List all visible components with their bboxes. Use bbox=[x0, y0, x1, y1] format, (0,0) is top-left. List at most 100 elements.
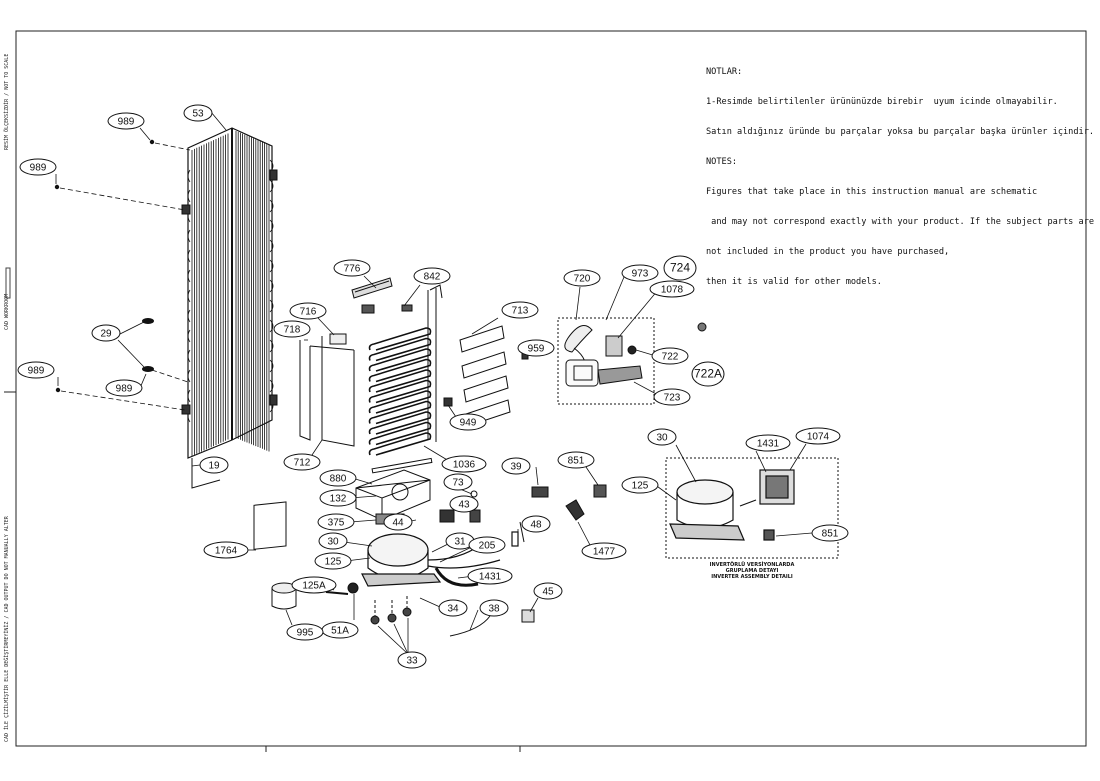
part-label-959: 959 bbox=[517, 339, 555, 357]
part-number: 34 bbox=[447, 604, 459, 615]
part-callouts: 5398998929989989197768427167187139599497… bbox=[17, 104, 849, 669]
part-label-973: 973 bbox=[621, 264, 659, 282]
part-label-30: 30 bbox=[318, 532, 348, 550]
part-label-776: 776 bbox=[333, 259, 371, 277]
part-label-1431: 1431 bbox=[745, 434, 791, 452]
part-label-44: 44 bbox=[383, 513, 413, 531]
part-number: 1431 bbox=[479, 572, 502, 583]
screw-shapes bbox=[54, 139, 155, 393]
part-number: 125 bbox=[325, 557, 342, 568]
part-number: 19 bbox=[208, 461, 220, 472]
drip-tray bbox=[459, 325, 511, 427]
side-text-mid: CAD WORKROOM bbox=[4, 293, 10, 330]
evaporator-parts bbox=[299, 277, 529, 447]
part-label-1078: 1078 bbox=[649, 280, 695, 298]
part-number: 718 bbox=[284, 325, 301, 336]
part-label-132: 132 bbox=[319, 489, 357, 507]
dashed-guides bbox=[59, 142, 191, 411]
part-number: 1078 bbox=[661, 285, 684, 296]
part-label-722A: 722A bbox=[691, 361, 725, 387]
part-number: 51A bbox=[331, 626, 349, 637]
inverter-caption-line: INVERTÖRLÜ VERSİYONLARDA bbox=[709, 562, 795, 568]
part-label-125: 125 bbox=[314, 552, 352, 570]
inverter-caption-line: INVERTER ASSEMBLY DETAILI bbox=[711, 574, 793, 580]
compressor-accessories bbox=[253, 484, 607, 637]
part-label-45: 45 bbox=[533, 582, 563, 600]
part-number: 712 bbox=[294, 458, 311, 469]
part-label-43: 43 bbox=[449, 495, 479, 513]
part-number: 375 bbox=[328, 518, 345, 529]
part-label-851: 851 bbox=[811, 524, 849, 542]
drawing-frame bbox=[15, 30, 1087, 747]
part-label-949: 949 bbox=[449, 413, 487, 431]
side-text-top: RESİM ÖLÇEKSİZDİR / NOT TO SCALE bbox=[4, 53, 10, 150]
part-label-1431: 1431 bbox=[467, 567, 513, 585]
notes-line: NOTLAR: bbox=[706, 67, 743, 77]
fan-assembly bbox=[564, 322, 707, 387]
part-number: 38 bbox=[488, 604, 500, 615]
part-number: 723 bbox=[664, 393, 681, 404]
evaporator-coil bbox=[368, 284, 443, 456]
part-label-995: 995 bbox=[286, 623, 324, 641]
part-number: 45 bbox=[542, 587, 554, 598]
part-label-33: 33 bbox=[397, 651, 427, 669]
part-label-30: 30 bbox=[647, 428, 677, 446]
part-number: 722 bbox=[662, 352, 679, 363]
part-label-34: 34 bbox=[438, 599, 468, 617]
part-number: 30 bbox=[656, 433, 668, 444]
part-label-125A: 125A bbox=[291, 576, 337, 594]
part-number: 1477 bbox=[593, 547, 616, 558]
inverter-detail-box bbox=[665, 457, 839, 559]
part-number: 713 bbox=[512, 306, 529, 317]
condenser-brackets bbox=[181, 169, 278, 415]
inverter-compressor bbox=[669, 469, 795, 541]
part-label-375: 375 bbox=[317, 513, 355, 531]
side-text-bottom: CAD İLE ÇİZİLMİŞTİR ELLE DEĞİŞTİRMEYİNİZ… bbox=[4, 516, 10, 742]
part-number: 1074 bbox=[807, 432, 830, 443]
part-number: 724 bbox=[670, 261, 690, 275]
notes-line: Satın aldığınız üründe bu parçalar yoksa… bbox=[706, 127, 1095, 137]
part-label-842: 842 bbox=[413, 267, 451, 285]
part-label-1764: 1764 bbox=[203, 541, 249, 559]
part-label-713: 713 bbox=[501, 301, 539, 319]
notes-line: and may not correspond exactly with your… bbox=[706, 217, 1095, 227]
fan-detail-box bbox=[557, 317, 655, 405]
notes-line: then it is valid for other models. bbox=[706, 277, 882, 287]
part-label-724: 724 bbox=[663, 255, 697, 281]
part-number: 43 bbox=[458, 500, 470, 511]
part-label-989: 989 bbox=[17, 361, 55, 379]
part-number: 720 bbox=[574, 274, 591, 285]
notes-line: not included in the product you have pur… bbox=[706, 247, 950, 257]
part-number: 205 bbox=[479, 541, 496, 552]
part-number: 30 bbox=[327, 537, 339, 548]
notes-block: NOTLAR: 1-Resimde belirtilenler ürününüz… bbox=[706, 47, 1094, 297]
part-number: 39 bbox=[510, 462, 522, 473]
side-box bbox=[5, 267, 11, 299]
part-label-73: 73 bbox=[443, 473, 473, 491]
part-number: 125 bbox=[632, 481, 649, 492]
part-number: 722A bbox=[694, 367, 722, 381]
notes-line: NOTES: bbox=[706, 157, 738, 167]
part-number: 73 bbox=[452, 478, 464, 489]
part-label-19: 19 bbox=[199, 456, 229, 474]
part-number: 44 bbox=[392, 518, 404, 529]
part-number: 1036 bbox=[453, 460, 476, 471]
part-number: 31 bbox=[454, 537, 466, 548]
part-number: 716 bbox=[300, 307, 317, 318]
part-number: 851 bbox=[822, 529, 839, 540]
part-number: 776 bbox=[344, 264, 361, 275]
part-number: 995 bbox=[297, 628, 314, 639]
part-number: 48 bbox=[530, 520, 542, 531]
part-label-38: 38 bbox=[479, 599, 509, 617]
part-label-720: 720 bbox=[563, 269, 601, 287]
part-label-989: 989 bbox=[19, 158, 57, 176]
part-label-723: 723 bbox=[653, 388, 691, 406]
part-number: 949 bbox=[460, 418, 477, 429]
notes-line: Figures that take place in this instruct… bbox=[706, 187, 1038, 197]
part-label-48: 48 bbox=[521, 515, 551, 533]
part-number: 989 bbox=[118, 117, 135, 128]
part-number: 842 bbox=[424, 272, 441, 283]
part-number: 132 bbox=[330, 494, 347, 505]
